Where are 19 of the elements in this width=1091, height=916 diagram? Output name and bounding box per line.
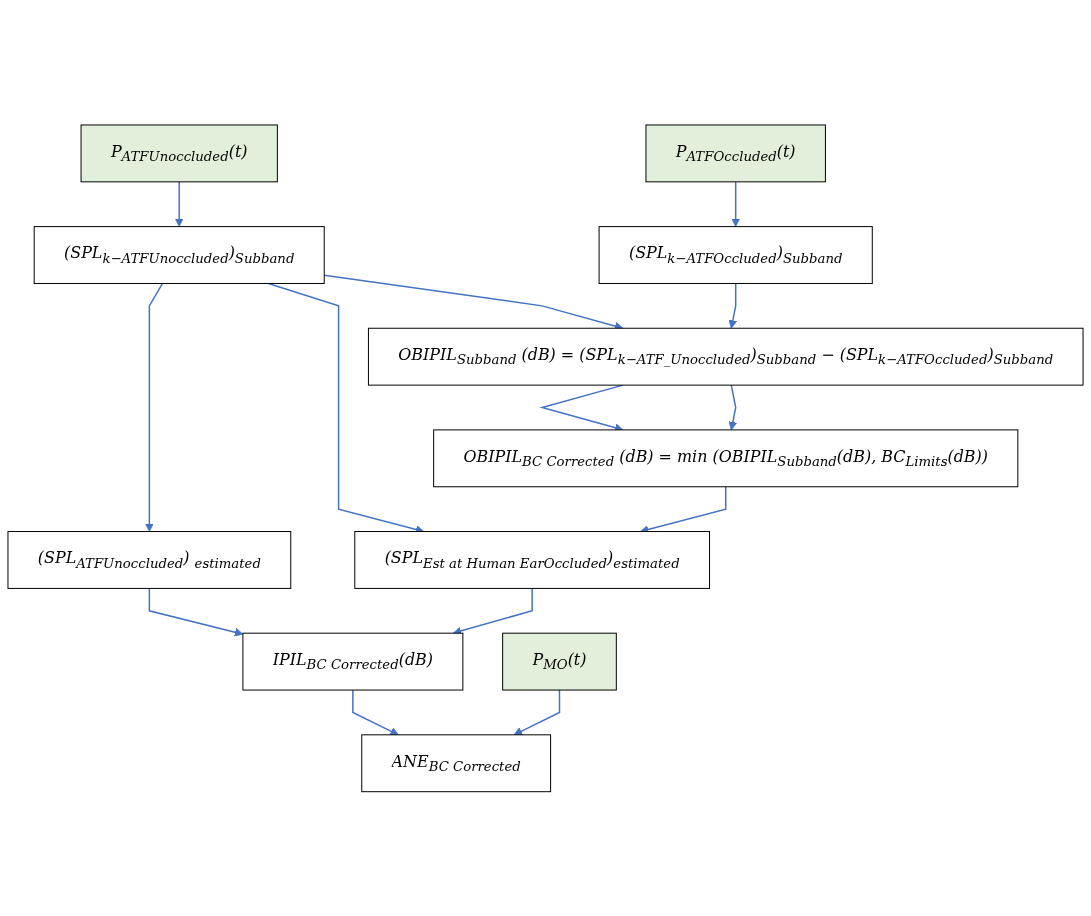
arrow xyxy=(352,689,399,735)
arrow xyxy=(145,282,164,532)
node-box: OBIPIL$_{BC Corrected}$ (dB) = min (OBIPIL$_{Subband}$(dB), BC$_{Limits}$(dB)) xyxy=(433,429,1019,487)
node-box: IPIL$_{BC Corrected}$(dB) xyxy=(242,632,464,691)
arrow xyxy=(174,180,184,227)
arrow xyxy=(728,384,738,430)
node-box: P$_{ATF}$$_{Occluded}$(t) xyxy=(645,124,826,182)
arrow xyxy=(731,180,741,227)
arrow xyxy=(728,282,738,329)
node-box: (SPL$_{ATF}$$_{Unoccluded}$) $_{estimated}$ xyxy=(7,530,292,589)
node-box: (SPL$_{Est at Human Ear}$$_{Occluded}$)$_{estimated}$ xyxy=(354,530,711,589)
node-box: P$_{ATF}$$_{Unoccluded}$(t) xyxy=(80,124,278,182)
node-box: OBIPIL$_{Subband}$ (dB) = (SPL$_{k−ATF_Unoccluded}$)$_{Subband}$ − (SPL$_{k−ATF}$$_{Occluded}$)$_{Subband}$ xyxy=(367,327,1084,386)
arrow xyxy=(513,689,561,735)
node-box: P$_{MO}$(t) xyxy=(502,632,617,691)
arrow xyxy=(452,587,533,635)
arrow xyxy=(148,587,244,637)
node-box: (SPL$_{k−ATF}$$_{Unoccluded}$)$_{Subband}$ xyxy=(33,225,325,284)
node-box: (SPL$_{k−ATF}$$_{Occluded}$)$_{Subband}$ xyxy=(598,225,873,284)
